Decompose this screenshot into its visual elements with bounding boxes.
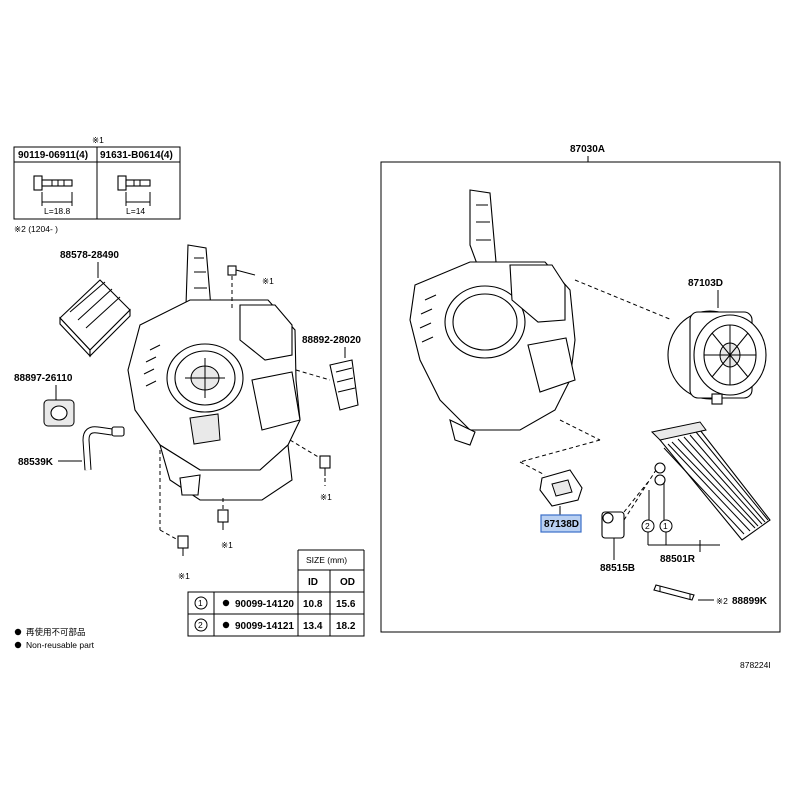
date-note: ※2 (1204- ) [14,224,58,234]
bolt-1-length: L=18.8 [44,206,71,216]
bolt-2-icon [117,175,151,206]
size-row-1-num: 1 [198,598,203,608]
callout-88501[interactable]: 88501R [660,554,696,565]
expansion-valve-icon [601,511,625,539]
callout-88539[interactable]: 88539K [18,457,54,468]
callout-88578[interactable]: 88578-28490 [60,250,119,261]
mark-1b: ※1 [320,492,332,502]
size-col-id: ID [308,577,318,588]
screw-bottom-icon [217,509,229,530]
bolt-table-note: ※1 [92,135,104,145]
case-housing [409,189,576,446]
mark-1a: ※1 [262,276,274,286]
evaporator-icon [650,421,771,541]
size-row-1-id: 10.8 [303,599,323,610]
size-col-od: OD [340,577,355,588]
blower-motor-icon [667,310,767,405]
bolt-part-1[interactable]: 90119-06911(4) [18,150,88,161]
callout-87030[interactable]: 87030A [570,144,605,155]
callout-88899-prefix: ※2 [716,596,728,606]
mark-1d: ※1 [178,571,190,581]
legend: 再使用不可部品 Non-reusable part [14,627,95,650]
balloon-2: 2 [645,521,650,531]
size-row-1-od: 15.6 [336,599,356,610]
seal-strip-icon [653,584,695,601]
size-table-title: SIZE (mm) [306,555,347,565]
assembly-box [380,161,781,633]
air-filter-icon [59,279,131,358]
size-row-2-num: 2 [198,620,203,630]
size-row-1-part[interactable]: 90099-14120 [235,599,294,610]
callout-87138[interactable]: 87138D [544,519,579,530]
callout-87138-highlight [540,514,582,533]
screw-top-icon [227,265,256,276]
drain-hose-icon [82,426,125,471]
mark-1c: ※1 [221,540,233,550]
bolt-2-length: L=14 [126,206,145,216]
grommet-icon [43,399,75,427]
size-table: SIZE (mm) ID OD 1 90099-14120 10.8 15.6 … [187,549,365,637]
callout-88897[interactable]: 88897-26110 [14,373,73,384]
size-row-2-od: 18.2 [336,621,356,632]
bolt-1-icon [33,175,73,206]
figure-id: 878224I [740,660,771,670]
callout-88892[interactable]: 88892-28020 [302,335,361,346]
legend-line-2: Non-reusable part [26,640,95,650]
seal-bracket-icon [329,359,359,411]
screw-right-icon [319,455,331,476]
bolt-table: ※1 90119-06911(4) 91631-B0614(4) L=18.8 [13,135,181,220]
screw-left-icon [177,535,189,556]
callout-87103[interactable]: 87103D [688,278,723,289]
blower-resistor-icon [539,469,583,507]
balloon-1: 1 [663,521,668,531]
size-row-2-id: 13.4 [303,621,323,632]
blower-unit-housing [127,244,301,501]
legend-line-1: 再使用不可部品 [26,627,86,637]
callout-88515[interactable]: 88515B [600,563,635,574]
bolt-part-2[interactable]: 91631-B0614(4) [100,150,173,161]
size-row-2-part[interactable]: 90099-14121 [235,621,294,632]
callout-88899[interactable]: 88899K [732,596,768,607]
